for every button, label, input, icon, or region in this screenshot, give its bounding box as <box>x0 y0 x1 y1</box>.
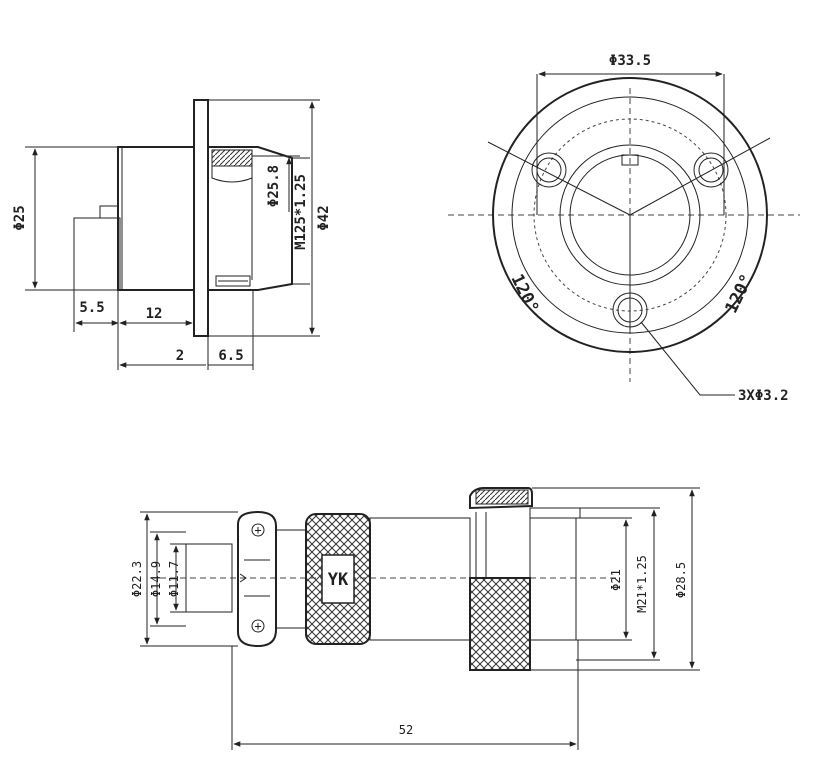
dim-12: 12 <box>146 306 163 322</box>
svg-text:+: + <box>254 619 261 633</box>
side-view: Φ25 Φ25.8 M125*1.25 Φ42 5.5 12 2 6.5 <box>12 99 332 370</box>
dim-m125: M125*1.25 <box>293 174 309 250</box>
dim-5-5: 5.5 <box>79 300 104 316</box>
dim-phi25-8: Φ25.8 <box>266 165 282 207</box>
holes-label: 3XΦ3.2 <box>738 388 789 404</box>
dim-phi14-9: Φ14.9 <box>149 561 163 597</box>
dim-phi11-7: Φ11.7 <box>167 561 181 597</box>
dim-phi33-5: Φ33.5 <box>609 53 651 69</box>
brand-mark: YK <box>328 570 349 590</box>
svg-text:+: + <box>254 523 261 537</box>
dim-phi22-3: Φ22.3 <box>130 561 144 597</box>
angle-right-label: 120° <box>722 271 758 317</box>
dim-phi42: Φ42 <box>316 205 332 230</box>
dim-phi28-5: Φ28.5 <box>674 562 688 598</box>
dim-phi21: Φ21 <box>609 569 623 591</box>
angle-left-label: 120° <box>507 271 543 317</box>
front-view: Φ33.5 120° 120° 3XΦ3.2 <box>448 53 800 404</box>
bottom-view: + + YK Φ22.3 Φ14.9 <box>130 487 700 750</box>
dim-52: 52 <box>399 723 413 737</box>
dim-2: 2 <box>176 348 184 364</box>
dim-6-5: 6.5 <box>218 348 243 364</box>
dim-phi25: Φ25 <box>12 205 28 230</box>
dim-m21: M21*1.25 <box>635 555 649 613</box>
